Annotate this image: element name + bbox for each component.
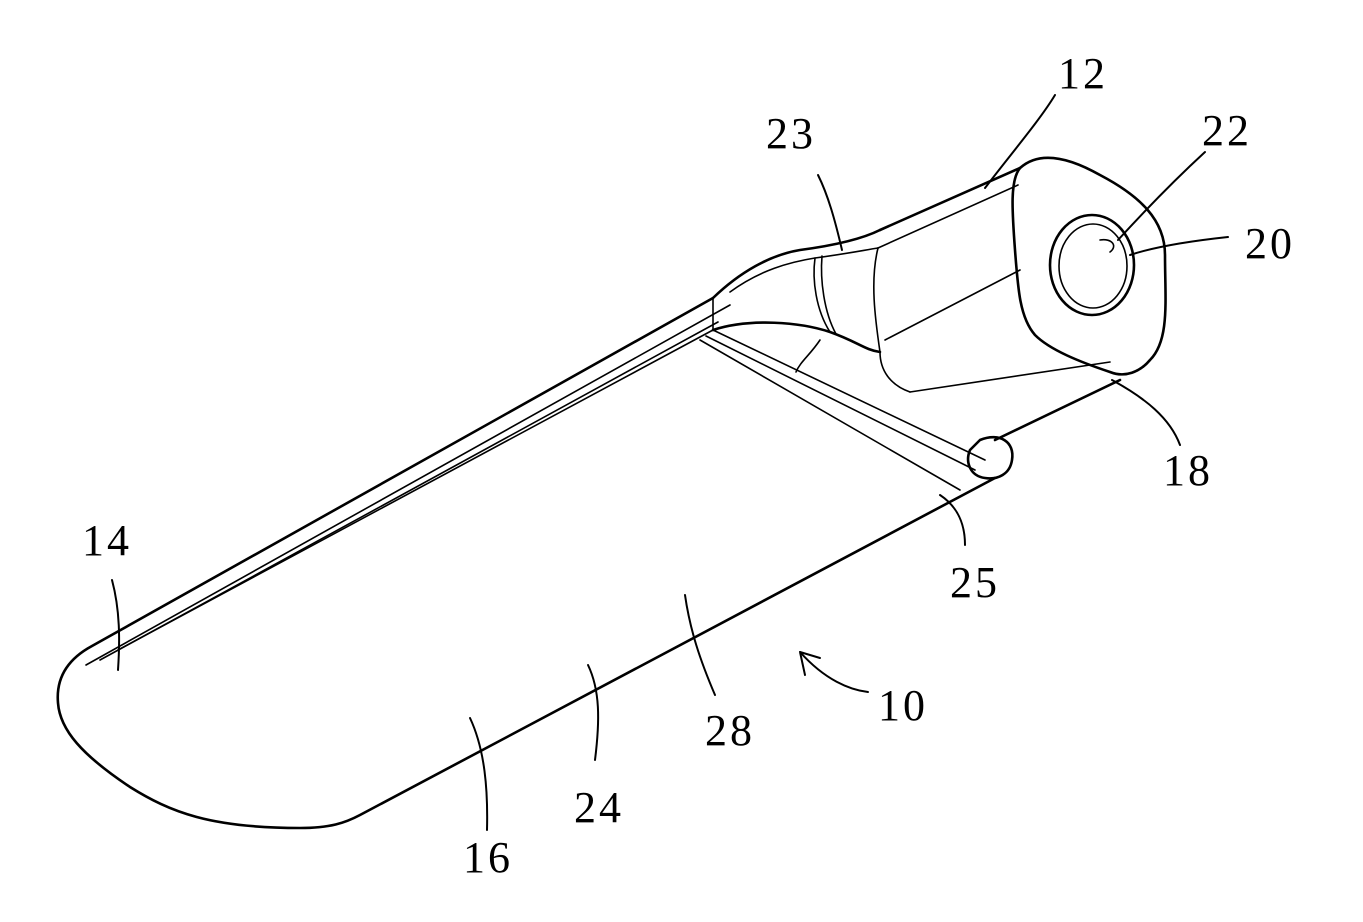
guard-ridge-end — [968, 437, 1012, 478]
leader-18 — [1112, 380, 1180, 445]
neck-top-curve — [713, 230, 880, 298]
leader-25 — [940, 495, 965, 545]
neck-lower-curve-2 — [880, 352, 910, 392]
handle-bottom-edge-inner — [910, 362, 1110, 392]
handle-facet-line — [885, 270, 1020, 340]
leader-10 — [800, 652, 868, 692]
label-10: 10 — [878, 681, 928, 730]
leader-23 — [818, 175, 842, 250]
guard-ridge — [700, 330, 1012, 490]
handle-bottom-edge — [995, 380, 1120, 440]
leader-12 — [985, 95, 1055, 188]
reference-numerals: 12 22 20 23 18 25 14 10 28 24 16 — [82, 49, 1295, 882]
neck-band-left2 — [822, 256, 836, 334]
leader-20 — [1130, 237, 1228, 255]
guard-ridge-lower — [700, 340, 960, 490]
leader-14 — [112, 580, 119, 670]
blade-outline — [58, 298, 995, 828]
blade-spine-line-mid — [100, 322, 718, 660]
neck-band-right — [874, 248, 880, 352]
blade-body — [58, 298, 995, 828]
label-22: 22 — [1202, 106, 1252, 155]
label-24: 24 — [574, 783, 624, 832]
guard-ridge-middle — [706, 336, 975, 470]
label-23: 23 — [766, 109, 816, 158]
bore-outer — [1050, 215, 1134, 315]
label-20: 20 — [1245, 219, 1295, 268]
label-18: 18 — [1163, 446, 1213, 495]
label-25: 25 — [950, 558, 1000, 607]
label-16: 16 — [463, 833, 513, 882]
bore-inner — [1059, 224, 1127, 308]
neck-top-curve-inner — [730, 248, 878, 292]
neck-transition — [713, 230, 910, 392]
handle-top-edge — [880, 168, 1020, 230]
label-12: 12 — [1058, 49, 1108, 98]
leader-lines — [112, 95, 1228, 830]
leader-16 — [470, 718, 487, 830]
neck-lower-curve — [796, 340, 820, 372]
bore-mark — [1100, 240, 1114, 252]
handle-housing — [878, 158, 1166, 440]
label-14: 14 — [82, 516, 132, 565]
guard-ridge-upper — [713, 330, 985, 460]
blade-spine-line-upper — [86, 305, 730, 665]
handle-rear-face — [1013, 158, 1166, 375]
neck-front-curve — [713, 323, 880, 352]
handle-top-edge-inner — [878, 185, 1018, 248]
label-28: 28 — [705, 706, 755, 755]
leader-28 — [685, 595, 715, 695]
leader-24 — [588, 665, 598, 760]
